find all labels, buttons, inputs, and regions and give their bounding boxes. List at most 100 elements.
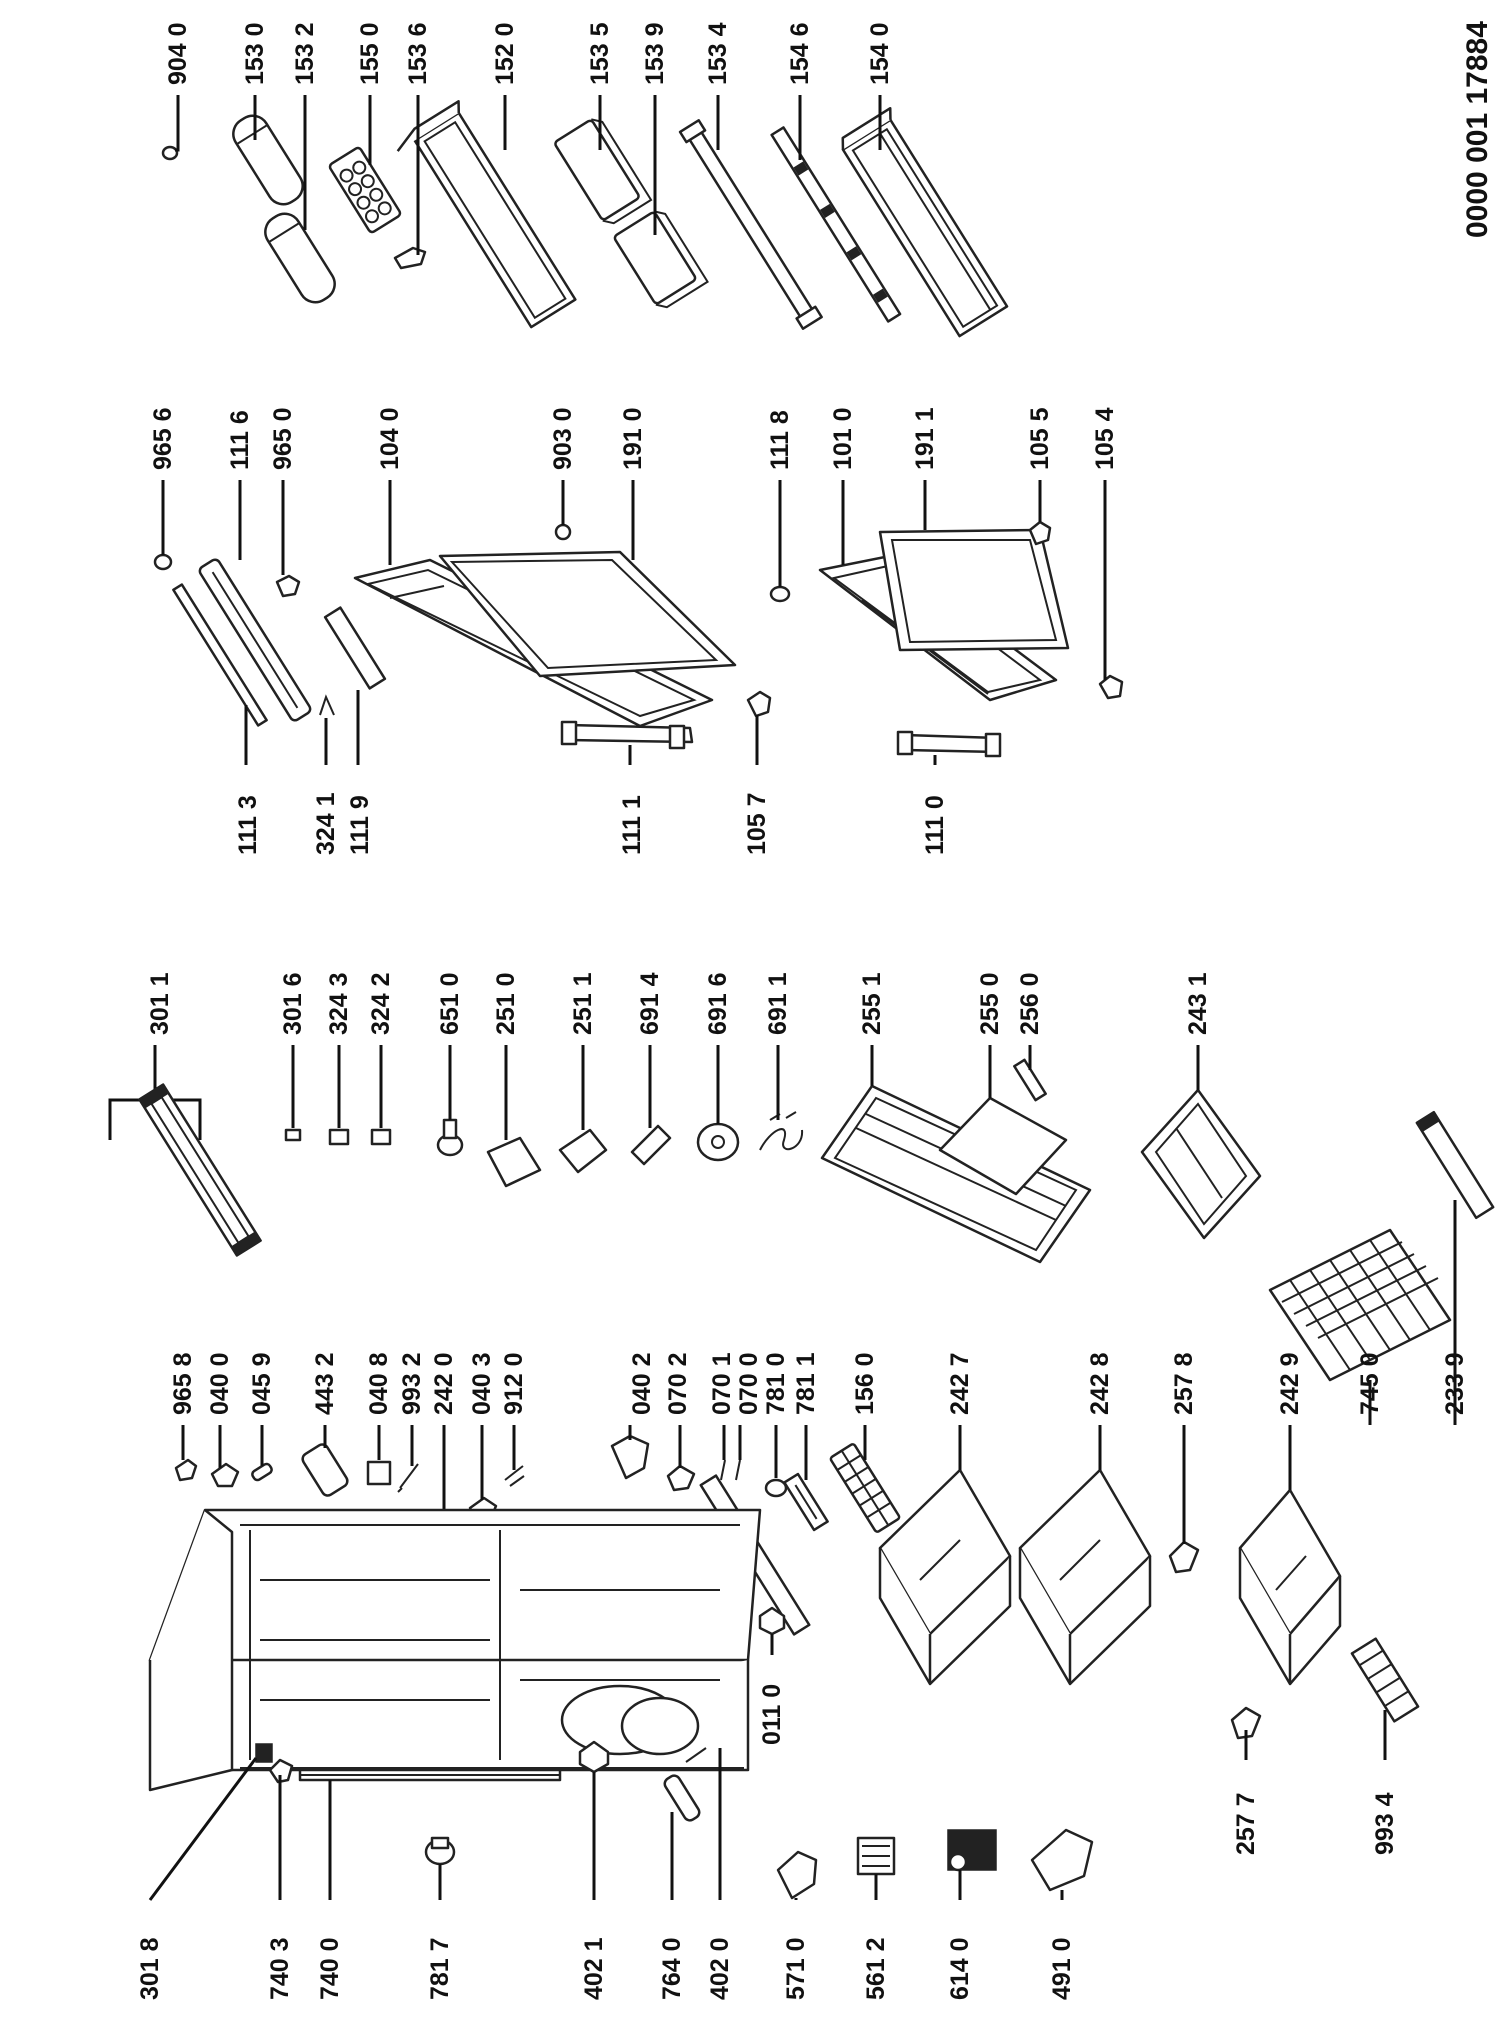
label-965-8: 965 8 [169, 1352, 197, 1415]
part-242-7 [878, 1468, 1012, 1686]
label-256-0: 256 0 [1016, 972, 1044, 1035]
part-781-7 [424, 1836, 456, 1866]
part-111-8 [769, 585, 791, 603]
part-011-0 [758, 1606, 786, 1636]
part-781-1 [783, 1472, 829, 1532]
part-257-7 [1230, 1706, 1262, 1740]
label-571-0: 571 0 [782, 1937, 810, 2000]
label-251-0: 251 0 [492, 972, 520, 1035]
label-242-0: 242 0 [430, 1352, 458, 1415]
part-764-0 [663, 1774, 701, 1822]
label-104-0: 104 0 [376, 407, 404, 470]
part-614-0 [947, 1829, 997, 1872]
shelves-and-small-parts: 301 1 301 6 324 3 324 2 651 0 251 0 251 … [108, 972, 1262, 1264]
label-153-4: 153 4 [704, 22, 732, 85]
label-324-2: 324 2 [367, 972, 395, 1035]
label-993-2: 993 2 [398, 1352, 426, 1415]
label-691-6: 691 6 [704, 972, 732, 1035]
interior-parts: 965 8 040 0 045 9 443 2 040 8 993 2 242 … [169, 1110, 1495, 1686]
part-561-2 [856, 1836, 896, 1876]
label-156-0: 156 0 [851, 1352, 879, 1415]
label-153-5: 153 5 [586, 22, 614, 85]
part-111-6 [198, 558, 312, 722]
label-903-0: 903 0 [549, 407, 577, 470]
label-105-4: 105 4 [1091, 407, 1119, 470]
part-191-0 [438, 550, 737, 678]
part-993-2 [397, 1463, 419, 1493]
part-156-0 [829, 1443, 901, 1533]
part-111-3 [172, 583, 268, 727]
part-070-1 [720, 1459, 726, 1481]
part-251-1 [558, 1128, 608, 1174]
part-233-9 [1415, 1110, 1495, 1220]
label-040-3: 040 3 [468, 1352, 496, 1415]
part-251-0 [486, 1136, 542, 1188]
label-301-1: 301 1 [146, 972, 174, 1035]
part-745-0 [1268, 1228, 1452, 1382]
part-324-3 [328, 1128, 350, 1146]
part-965-8 [174, 1458, 198, 1482]
label-745-0: 745 0 [1356, 1352, 1384, 1415]
part-070-0 [735, 1459, 741, 1481]
part-491-0 [1030, 1828, 1094, 1892]
label-111-1: 111 1 [618, 795, 646, 855]
label-070-1: 070 1 [708, 1352, 736, 1415]
part-153-0 [232, 114, 304, 206]
part-153-4 [678, 119, 823, 330]
label-153-9: 153 9 [641, 22, 669, 85]
part-324-2 [370, 1128, 392, 1146]
part-904-0 [161, 145, 179, 161]
label-764-0: 764 0 [658, 1937, 686, 2000]
label-691-1: 691 1 [764, 972, 792, 1035]
label-153-6: 153 6 [404, 22, 432, 85]
part-912-0 [504, 1465, 525, 1487]
label-040-2: 040 2 [628, 1352, 656, 1415]
label-251-1: 251 1 [569, 972, 597, 1035]
label-614-0: 614 0 [946, 1937, 974, 2000]
label-255-0: 255 0 [976, 972, 1004, 1035]
part-040-2 [610, 1434, 650, 1480]
label-561-2: 561 2 [862, 1937, 890, 2000]
part-191-1 [878, 528, 1070, 652]
label-101-0: 101 0 [829, 407, 857, 470]
label-904-0: 904 0 [164, 22, 192, 85]
label-011-0: 011 0 [758, 1684, 786, 1745]
part-691-4 [630, 1124, 672, 1166]
part-651-0 [436, 1118, 464, 1157]
part-105-5 [1028, 520, 1052, 546]
part-040-8 [366, 1460, 392, 1486]
label-154-0: 154 0 [866, 22, 894, 85]
label-242-7: 242 7 [946, 1352, 974, 1415]
part-153-6 [393, 246, 427, 270]
label-155-0: 155 0 [356, 22, 384, 85]
part-324-1 [319, 694, 335, 716]
part-153-2 [264, 212, 336, 304]
label-045-9: 045 9 [248, 1352, 276, 1415]
label-912-0: 912 0 [500, 1352, 528, 1415]
door-accessories: 904 0 153 0 153 2 155 0 153 6 152 0 153 … [161, 22, 1009, 338]
label-781-7: 781 7 [426, 1937, 454, 2000]
part-903-0 [554, 523, 572, 541]
part-255-1 [820, 1084, 1092, 1264]
label-070-0: 070 0 [735, 1352, 763, 1415]
part-154-6 [770, 126, 902, 323]
part-111-0 [896, 730, 1002, 758]
label-111-0: 111 0 [921, 795, 949, 855]
label-781-1: 781 1 [792, 1352, 820, 1415]
part-965-0 [275, 574, 301, 598]
part-781-0 [764, 1478, 788, 1498]
label-111-9: 111 9 [346, 795, 374, 855]
part-256-0 [1013, 1058, 1047, 1102]
label-740-0: 740 0 [316, 1937, 344, 2000]
part-691-1 [759, 1111, 804, 1151]
label-242-9: 242 9 [1276, 1352, 1304, 1415]
label-153-2: 153 2 [291, 22, 319, 85]
label-040-8: 040 8 [365, 1352, 393, 1415]
label-324-3: 324 3 [325, 972, 353, 1035]
label-153-0: 153 0 [241, 22, 269, 85]
label-154-6: 154 6 [786, 22, 814, 85]
label-242-8: 242 8 [1086, 1352, 1114, 1415]
part-691-6 [696, 1122, 740, 1162]
label-402-1: 402 1 [580, 1937, 608, 2000]
